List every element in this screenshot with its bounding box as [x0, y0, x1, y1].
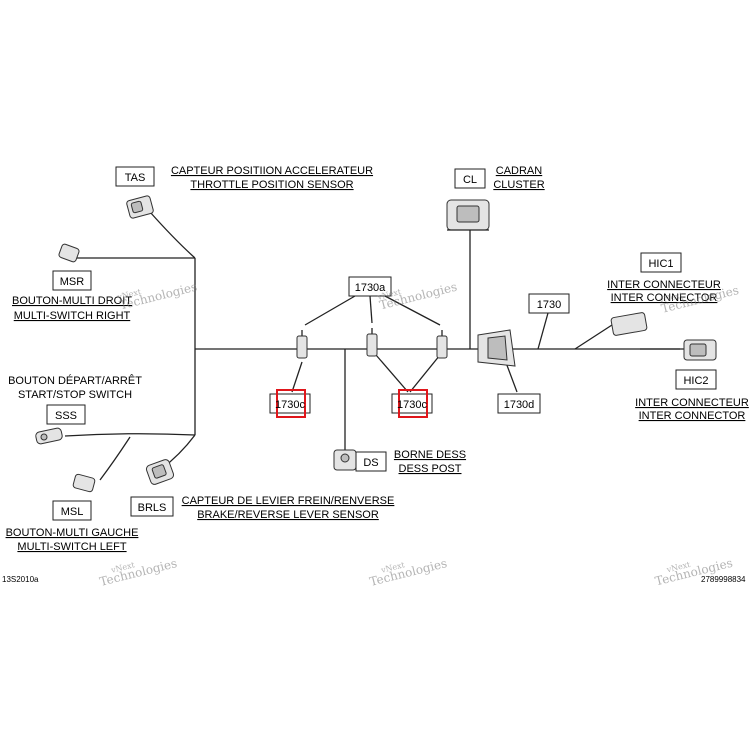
ds-description: BORNE DESS DESS POST — [394, 449, 466, 475]
msl-description: BOUTON-MULTI GAUCHE MULTI-SWITCH LEFT — [6, 527, 139, 553]
leader-1730c-v-right — [409, 354, 441, 393]
wire-1730a-code: 1730a — [355, 282, 386, 294]
cl-description: CADRAN CLUSTER — [493, 165, 544, 191]
tas-description-fr: CAPTEUR POSITIION ACCELERATEUR — [171, 165, 373, 177]
msl-description-fr: BOUTON-MULTI GAUCHE — [6, 527, 139, 539]
leader-1730a-mid — [369, 295, 373, 324]
tas-code-box: TAS — [115, 166, 155, 187]
hic2-description-en: INTER CONNECTOR — [639, 410, 746, 422]
leader-1730 — [537, 312, 549, 350]
connector-1730c-right-icon — [436, 335, 448, 359]
cl-code-box: CL — [454, 168, 486, 189]
sss-description: BOUTON DÉPART/ARRÊT START/STOP SWITCH — [8, 374, 142, 401]
brls-description-en: BRAKE/REVERSE LEVER SENSOR — [197, 509, 379, 521]
sss-description-fr: BOUTON DÉPART/ARRÊT — [8, 374, 142, 387]
hic1-description: INTER CONNECTEUR INTER CONNECTOR — [607, 279, 721, 304]
sss-code: SSS — [55, 410, 77, 422]
wire-1730c-right-code: 1730c — [397, 399, 427, 411]
cl-description-en: CLUSTER — [493, 179, 544, 191]
wire-1730-code-box: 1730 — [528, 293, 570, 314]
cl-code: CL — [463, 174, 477, 186]
brls-part-icon — [145, 459, 175, 485]
msl-part-icon — [72, 473, 96, 493]
figure-ref-left: 13S2010a — [2, 575, 39, 584]
msr-description-en: MULTI-SWITCH RIGHT — [14, 310, 131, 322]
watermark-bottom-center: vNext Technologies — [368, 556, 448, 589]
figure-ref-right: 2789998834 — [701, 575, 746, 584]
brls-code: BRLS — [138, 502, 167, 514]
svg-text:Technologies: Technologies — [118, 280, 198, 313]
hic2-description: INTER CONNECTEUR INTER CONNECTOR — [635, 397, 749, 422]
wire-1730c-left-code-box: 1730c — [269, 389, 311, 418]
connector-1730c-mid-icon — [366, 333, 378, 357]
hic1-branch-wire — [574, 324, 613, 350]
hic1-description-en: INTER CONNECTOR — [611, 292, 718, 304]
watermark-top: vNext Technologies — [116, 280, 199, 313]
wire-1730d-code: 1730d — [504, 399, 535, 411]
wire-1730c-left-code: 1730c — [275, 399, 305, 411]
leader-1730a-left — [304, 295, 356, 326]
svg-text:Technologies: Technologies — [98, 556, 178, 589]
sss-branch-wire — [64, 433, 196, 437]
ds-part-icon — [333, 449, 357, 471]
msr-description: BOUTON-MULTI DROIT MULTI-SWITCH RIGHT — [12, 295, 132, 322]
ds-code-box: DS — [355, 451, 387, 472]
brls-code-box: BRLS — [130, 496, 174, 517]
leader-1730a-right — [384, 295, 441, 326]
ds-description-fr: BORNE DESS — [394, 449, 466, 461]
brls-description: CAPTEUR DE LEVIER FREIN/RENVERSE BRAKE/R… — [182, 495, 395, 521]
tas-code: TAS — [125, 172, 146, 184]
hic1-code-box: HIC1 — [640, 252, 682, 273]
hic2-code: HIC2 — [683, 375, 708, 387]
wire-1730c-right-code-box: 1730c — [391, 389, 433, 418]
svg-text:Technologies: Technologies — [368, 556, 448, 589]
msl-code: MSL — [61, 506, 84, 518]
msl-branch-wire — [99, 436, 131, 481]
leader-1730c-v-left — [375, 354, 409, 393]
tas-description-en: THROTTLE POSITION SENSOR — [190, 179, 353, 191]
sss-part-icon — [35, 427, 63, 445]
hic2-code-box: HIC2 — [675, 369, 717, 390]
msl-description-en: MULTI-SWITCH LEFT — [17, 541, 126, 553]
cl-description-fr: CADRAN — [496, 165, 543, 177]
tas-part-icon — [126, 195, 154, 219]
hic2-description-fr: INTER CONNECTEUR — [635, 397, 749, 409]
sss-description-en: START/STOP SWITCH — [18, 389, 132, 401]
watermark-bottom-left: vNext Technologies — [98, 556, 178, 589]
sss-code-box: SSS — [46, 404, 86, 425]
tas-description: CAPTEUR POSITIION ACCELERATEUR THROTTLE … — [171, 165, 373, 191]
ds-code: DS — [363, 457, 378, 469]
hic2-part-icon — [683, 339, 717, 361]
wire-1730d-code-box: 1730d — [497, 393, 541, 414]
hic1-description-fr: INTER CONNECTEUR — [607, 279, 721, 291]
tas-branch-wire — [149, 211, 196, 259]
ds-description-en: DESS POST — [399, 463, 462, 475]
hic1-part-icon — [610, 312, 648, 336]
wire-1730a-code-box: 1730a — [348, 276, 392, 297]
msl-code-box: MSL — [52, 500, 92, 521]
msr-description-fr: BOUTON-MULTI DROIT — [12, 295, 132, 307]
highlight-1730c-left — [276, 389, 306, 418]
msr-code: MSR — [60, 276, 85, 288]
msr-code-box: MSR — [52, 270, 92, 291]
leader-1730c-left — [291, 361, 303, 393]
brls-description-fr: CAPTEUR DE LEVIER FREIN/RENVERSE — [182, 495, 395, 507]
cl-part-icon — [446, 199, 490, 231]
wire-1730-code: 1730 — [537, 299, 561, 311]
msr-part-icon — [58, 243, 80, 263]
grommet-1730d-icon — [477, 329, 516, 367]
hic1-code: HIC1 — [648, 258, 673, 270]
highlight-1730c-right — [398, 389, 428, 418]
connector-1730c-left-icon — [296, 335, 308, 359]
